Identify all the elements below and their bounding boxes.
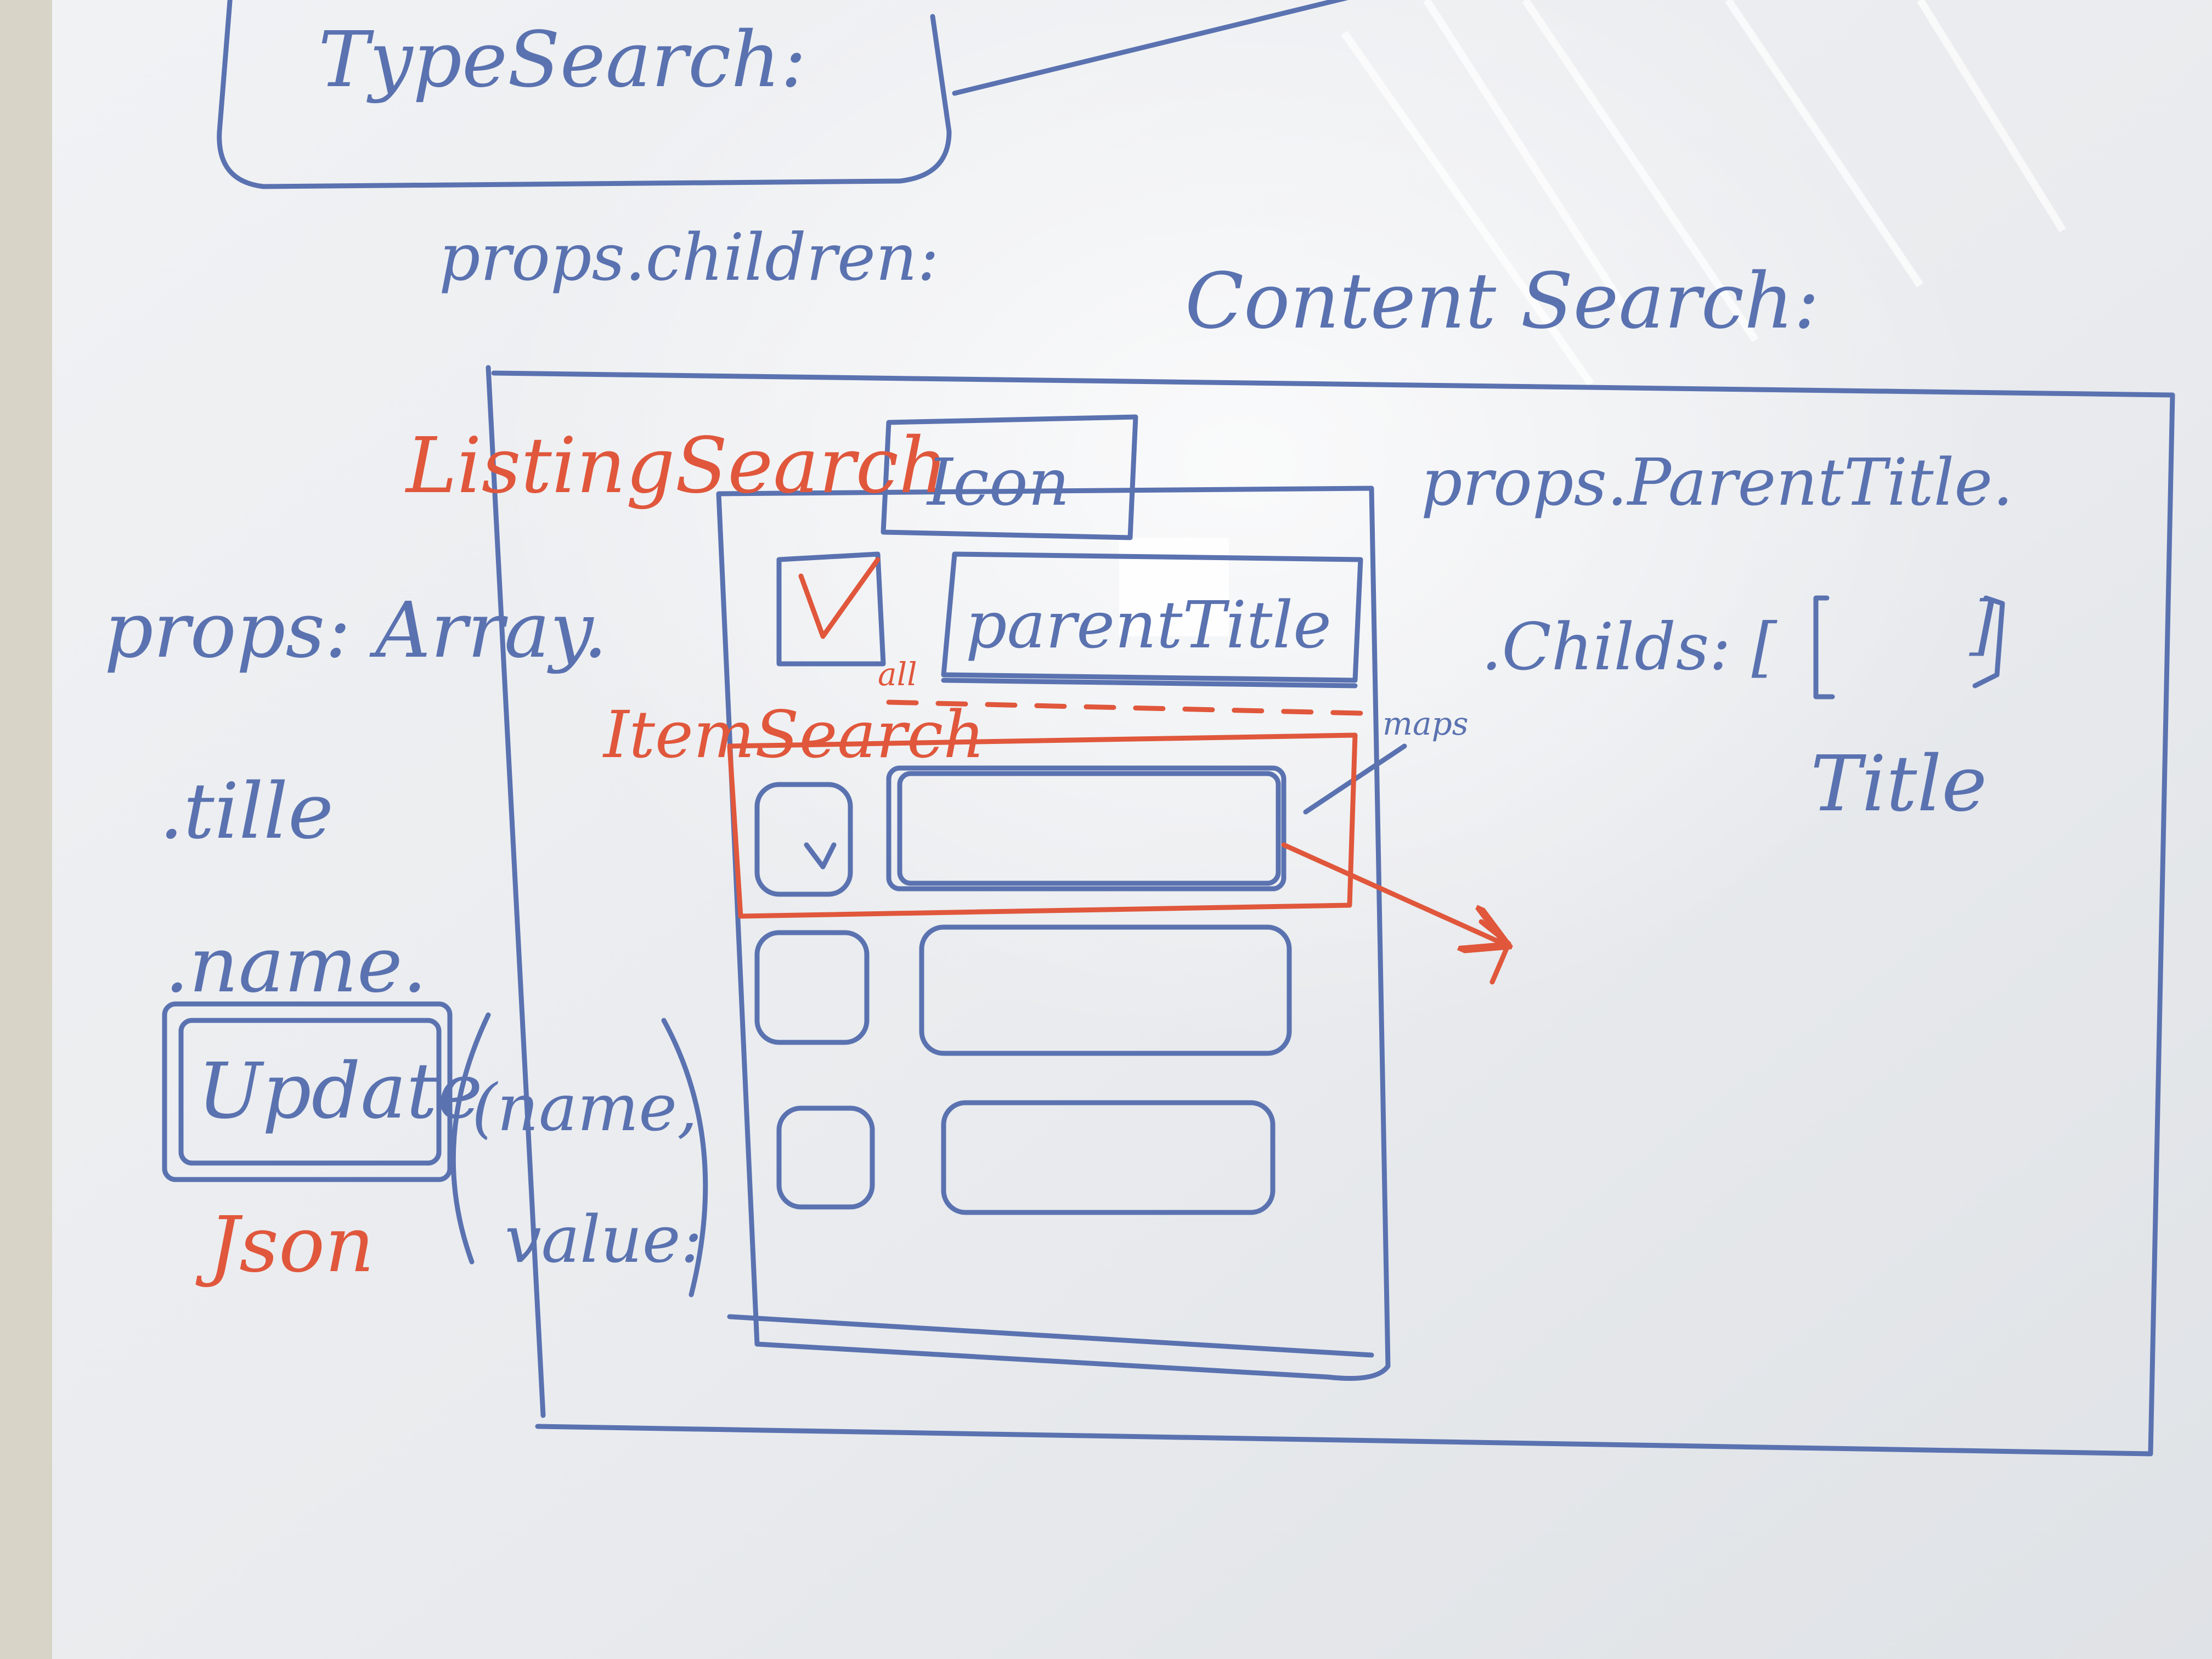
row3-checkbox: [776, 1105, 875, 1210]
parent-title-label: parentTitle: [966, 587, 1331, 663]
icon-box: [881, 414, 1138, 540]
right-childs-label: .Childs: [: [1481, 609, 1777, 685]
props-array-label: props: Array.: [104, 586, 608, 675]
right-parent-title-label: props.ParentTitle.: [1421, 444, 2013, 520]
maps-label: maps: [1383, 705, 1469, 742]
content-search-box: [491, 370, 2175, 1457]
row1-checkbox: [754, 782, 853, 897]
row2-checkbox: [754, 930, 870, 1045]
update-label: Update: [198, 1047, 483, 1136]
right-title-label: Title: [1810, 740, 1988, 829]
row2-field: [919, 924, 1292, 1056]
parent-title-box: [941, 551, 1363, 683]
content-search-label: Content Search:: [1185, 257, 1820, 346]
props-children-label: props.children:: [439, 219, 939, 295]
row1-field: [886, 765, 1286, 891]
all-label: all: [878, 656, 917, 693]
light-streaks: [1341, 0, 2066, 387]
item-search-label: ItemSearch: [603, 697, 985, 772]
update-box: [162, 1001, 453, 1182]
type-search-label: TypeSearch:: [318, 15, 806, 105]
right-bracket-close: ]: [1970, 587, 1995, 663]
bracket-close: [1972, 595, 2005, 689]
icon-label: Icon: [927, 444, 1070, 520]
type-search-box: [217, 0, 952, 189]
value-arg-label: value:: [505, 1201, 703, 1277]
red-strokes: [727, 557, 1509, 985]
name-arg-label: (name,: [472, 1070, 698, 1146]
json-label: Json: [208, 1200, 375, 1290]
name-field-label: .name.: [165, 921, 427, 1010]
reflection-window: [1119, 538, 1229, 636]
item-search-box: [727, 732, 1358, 919]
listing-search-box: [716, 486, 1391, 1381]
header-checkbox: [776, 551, 886, 667]
bracket-open: [1813, 595, 1835, 699]
listing-search-label: ListingSearch: [406, 421, 949, 511]
row3-field: [941, 1100, 1276, 1215]
glare: [52, 0, 2212, 1659]
title-field-label: .tille: [159, 767, 334, 856]
type-search-connector: [952, 0, 1348, 96]
